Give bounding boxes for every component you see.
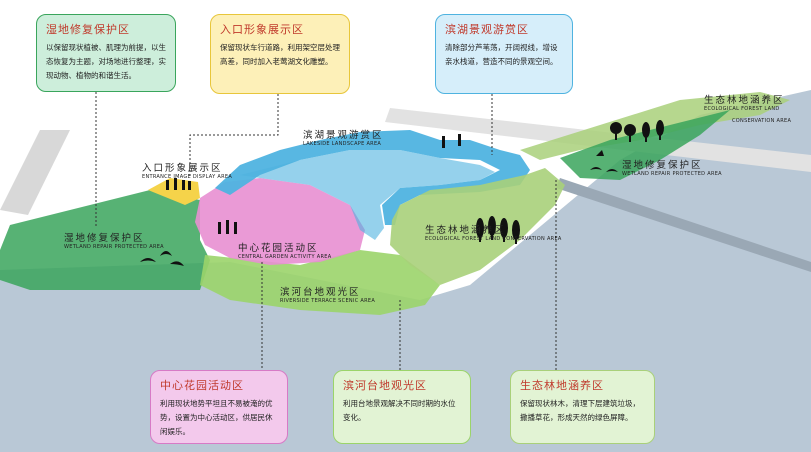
label-en-line1: ECOLOGICAL FOREST LAND	[704, 106, 780, 112]
label-zh: 入口形象展示区	[142, 163, 223, 174]
zone-lake	[215, 130, 530, 225]
zone-wetland-east	[560, 110, 730, 180]
callout-desc: 保留现状林木，清理下层建筑垃圾，撒播草花，形成天然的绿色屏障。	[520, 399, 640, 422]
map-label-eco-forest-ne: 生态林地涵养区 ECOLOGICAL FOREST LAND CONSERVAT…	[704, 92, 791, 124]
label-en: CENTRAL GARDEN ACTIVITY AREA	[238, 254, 332, 260]
callout-riverside: 滨河台地观光区 利用台地景观解决不同时期的水位变化。	[333, 370, 471, 444]
label-zh: 生态林地涵养区	[704, 95, 785, 106]
label-en: WETLAND REPAIR PROTECTED AREA	[64, 244, 164, 250]
map-label-wetland-west: 湿地修复保护区 WETLAND REPAIR PROTECTED AREA	[64, 230, 164, 250]
callout-lakeside: 滨湖景观游赏区 清除部分芦苇荡，开阔视线，增设亲水栈道，营造不同的景观空间。	[435, 14, 573, 94]
zone-lake-body	[240, 150, 495, 240]
label-en-line2: CONSERVATION AREA	[732, 118, 792, 124]
callout-title: 入口形象展示区	[220, 23, 304, 36]
callout-wetland-west: 湿地修复保护区 以保留现状植被、肌理为前提，以生态恢复为主题，对场地进行整理，实…	[36, 14, 176, 92]
callout-desc: 利用台地景观解决不同时期的水位变化。	[343, 399, 456, 422]
callout-desc: 以保留现状植被、肌理为前提，以生态恢复为主题，对场地进行整理，实现动物、植物的和…	[46, 43, 166, 80]
label-zh: 中心花园活动区	[238, 243, 319, 254]
label-en: RIVERSIDE TERRACE SCENIC AREA	[280, 298, 376, 304]
callout-title: 中心花园活动区	[160, 379, 244, 392]
callout-desc: 利用现状地势平坦且不易被淹的优势，设置为中心活动区，供居民休闲娱乐。	[160, 399, 273, 436]
callout-title: 滨湖景观游赏区	[445, 23, 529, 36]
people-icons	[166, 134, 461, 234]
label-zh: 湿地修复保护区	[64, 233, 145, 244]
zone-entrance	[148, 178, 200, 205]
callout-entrance: 入口形象展示区 保留现状车行道路，利用架空层处理高差，同时加入老莺湖文化雕塑。	[210, 14, 350, 94]
callout-title: 生态林地涵养区	[520, 379, 604, 392]
callout-desc: 清除部分芦苇荡，开阔视线，增设亲水栈道，营造不同的景观空间。	[445, 43, 558, 66]
zone-wetland-west	[0, 190, 210, 290]
map-label-wetland-east: 湿地修复保护区 WETLAND REPAIR PROTECTED AREA	[622, 157, 722, 177]
zone-eco-forest-ne	[520, 92, 790, 160]
callout-eco-forest: 生态林地涵养区 保留现状林木，清理下层建筑垃圾，撒播草花，形成天然的绿色屏障。	[510, 370, 655, 444]
map-label-entrance: 入口形象展示区 ENTRANCE IMAGE DISPLAY AREA	[142, 160, 232, 180]
callout-title: 滨河台地观光区	[343, 379, 427, 392]
callout-central-garden: 中心花园活动区 利用现状地势平坦且不易被淹的优势，设置为中心活动区，供居民休闲娱…	[150, 370, 288, 444]
map-label-riverside: 滨河台地观光区 RIVERSIDE TERRACE SCENIC AREA	[280, 284, 375, 304]
callout-title: 湿地修复保护区	[46, 23, 130, 36]
road-bridge	[556, 178, 811, 272]
label-en: ENTRANCE IMAGE DISPLAY AREA	[142, 174, 233, 180]
map-label-central-garden: 中心花园活动区 CENTRAL GARDEN ACTIVITY AREA	[238, 240, 331, 260]
road	[0, 130, 70, 215]
label-zh: 生态林地涵养区	[425, 225, 506, 236]
river	[0, 90, 811, 452]
label-en: ECOLOGICAL FOREST LAND CONSERVATION AREA	[425, 236, 562, 242]
map-label-lakeside: 滨湖景观游赏区 LAKESIDE LANDSCAPE AREA	[303, 127, 384, 147]
bird-icons	[140, 150, 618, 266]
leader-lines	[95, 66, 557, 370]
label-zh: 滨河台地观光区	[280, 287, 361, 298]
zone-central-garden	[195, 178, 365, 265]
map-label-eco-forest-mid: 生态林地涵养区 ECOLOGICAL FOREST LAND CONSERVAT…	[425, 222, 562, 242]
label-en: LAKESIDE LANDSCAPE AREA	[303, 141, 382, 147]
label-zh: 湿地修复保护区	[622, 160, 703, 171]
tree-icons	[476, 120, 664, 244]
zone-riverside-terrace	[200, 250, 440, 315]
label-en: WETLAND REPAIR PROTECTED AREA	[622, 171, 722, 177]
callout-desc: 保留现状车行道路，利用架空层处理高差，同时加入老莺湖文化雕塑。	[220, 43, 340, 66]
label-zh: 滨湖景观游赏区	[303, 130, 384, 141]
